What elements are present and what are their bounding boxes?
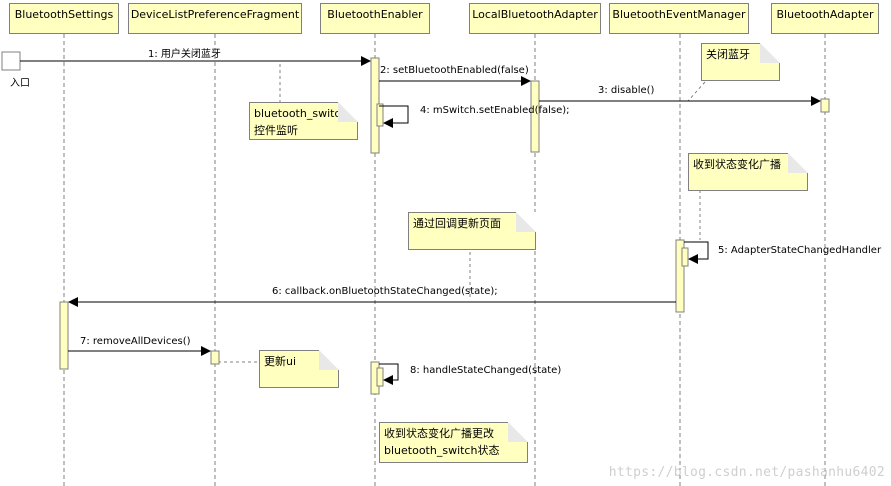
note-fold-icon: [338, 102, 358, 122]
message-4-line: [379, 105, 409, 128]
note-final-state: 收到状态变化广播更改 bluetooth_switch状态: [379, 422, 528, 463]
note-anchor-close: [687, 81, 706, 102]
note-text-line: 收到状态变化广播: [693, 158, 781, 171]
participant-bluetooth-adapter: BluetoothAdapter: [771, 3, 879, 34]
participant-label: BluetoothEventManager: [612, 8, 746, 21]
participant-bluetooth-settings: BluetoothSettings: [9, 3, 119, 34]
activation-settings: [59, 301, 69, 370]
activation-enabler-2: [376, 103, 384, 127]
note-fold-icon: [508, 422, 528, 442]
message-4-label: 4: mSwitch.setEnabled(false);: [420, 105, 570, 116]
note-state-broadcast: 收到状态变化广播: [688, 153, 808, 191]
note-text-line: 关闭蓝牙: [706, 48, 750, 61]
message-8-line: [379, 363, 399, 385]
message-5-label: 5: AdapterStateChangedHandler: [718, 245, 882, 256]
entry-point: [1, 51, 21, 71]
note-text-line: bluetooth_switch: [254, 107, 348, 120]
note-text-line: 通过回调更新页面: [413, 217, 501, 230]
participant-bluetooth-event-manager: BluetoothEventManager: [609, 3, 749, 34]
participant-local-bluetooth-adapter: LocalBluetoothAdapter: [469, 3, 601, 34]
note-fold-icon: [760, 43, 780, 63]
entry-label: 入口: [10, 78, 30, 89]
activation-enabler-4: [376, 367, 384, 387]
participant-device-list-fragment: DeviceListPreferenceFragment: [128, 3, 302, 34]
note-text-line: 控件监听: [254, 124, 298, 137]
participant-label: DeviceListPreferenceFragment: [130, 8, 300, 21]
note-fold-icon: [319, 350, 339, 370]
note-switch-listener: bluetooth_switch 控件监听: [249, 102, 358, 140]
message-3-label: 3: disable(): [598, 85, 655, 96]
activation-bluetooth-adapter: [820, 98, 830, 113]
message-8-label: 8: handleStateChanged(state): [410, 365, 562, 376]
note-fold-icon: [788, 153, 808, 173]
activation-fragment: [210, 350, 220, 365]
note-callback-update: 通过回调更新页面: [408, 212, 536, 250]
activation-local-adapter: [530, 80, 540, 153]
message-7-label: 7: removeAllDevices(): [80, 336, 191, 347]
note-text-line: bluetooth_switch状态: [384, 444, 500, 457]
activation-event-manager-1: [675, 239, 685, 313]
note-text-line: 更新ui: [264, 355, 297, 368]
message-1-label: 1: 用户关闭蓝牙: [148, 49, 221, 60]
note-fold-icon: [516, 212, 536, 232]
activation-event-manager-2: [681, 247, 689, 267]
participant-bluetooth-enabler: BluetoothEnabler: [320, 3, 430, 34]
participant-label: BluetoothEnabler: [327, 8, 423, 21]
note-text-line: 收到状态变化广播更改: [384, 427, 494, 440]
note-update-ui: 更新ui: [259, 350, 339, 388]
watermark: https://blog.csdn.net/pashanhu6402: [608, 465, 885, 480]
participant-label: BluetoothAdapter: [776, 8, 874, 21]
message-2-label: 2: setBluetoothEnabled(false): [380, 65, 529, 76]
message-5-line: [684, 241, 709, 264]
message-6-label: 6: callback.onBluetoothStateChanged(stat…: [272, 286, 498, 297]
participant-label: BluetoothSettings: [14, 8, 114, 21]
note-close-bluetooth: 关闭蓝牙: [701, 43, 780, 81]
participant-label: LocalBluetoothAdapter: [472, 8, 598, 21]
